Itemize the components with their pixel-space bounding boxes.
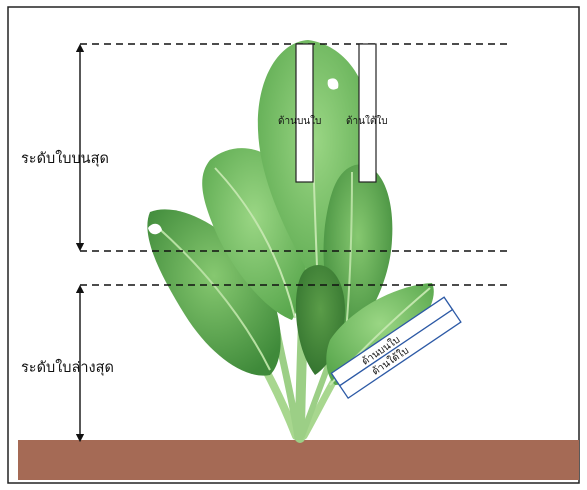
upper-strip-top-label: ด้านบนใบ: [278, 115, 321, 127]
soil: [18, 440, 579, 480]
upper-strip-leaf-underside: [359, 44, 376, 182]
upper-strip-leaf-top: [296, 44, 313, 182]
lower-level-label: ระดับใบล่างสุด: [21, 358, 114, 376]
upper-level-label: ระดับใบบนสุด: [21, 149, 109, 167]
upper-strip-underside-label: ด้านใต้ใบ: [346, 115, 388, 127]
